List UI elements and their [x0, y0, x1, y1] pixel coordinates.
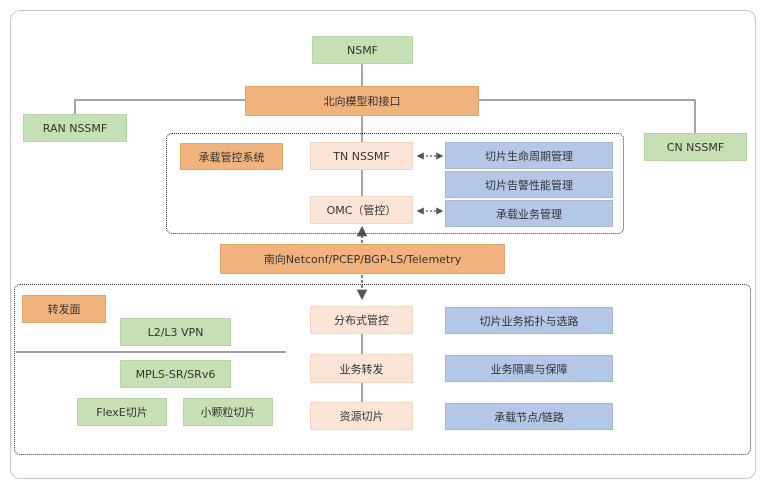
tn-nssmf-label: TN NSSMF: [333, 149, 390, 163]
ran-nssmf-label: RAN NSSMF: [42, 121, 108, 135]
mpls-node: MPLS-SR/SRv6: [120, 360, 231, 388]
mpls-label: MPLS-SR/SRv6: [135, 367, 216, 381]
resource-slicing-node: 资源切片: [310, 402, 413, 430]
line-northbound-cn: [479, 99, 696, 133]
slice-topology-node: 切片业务拓扑与选路: [445, 307, 613, 334]
forwarding-plane-node: 转发面: [22, 295, 106, 323]
slice-lifecycle-node: 切片生命周期管理: [445, 142, 613, 169]
northbound-label: 北向模型和接口: [323, 95, 401, 108]
line-northbound-ran: [74, 99, 245, 114]
flexe-node: FlexE切片: [77, 398, 167, 426]
resource-slicing-label: 资源切片: [339, 410, 384, 423]
southbound-node: 南向Netconf/PCEP/BGP-LS/Telemetry: [220, 244, 505, 274]
nsmf-label: NSMF: [346, 43, 379, 57]
cn-nssmf-node: CN NSSMF: [644, 133, 747, 161]
service-forwarding-label: 业务转发: [339, 362, 384, 376]
service-isolation-label: 业务隔离与保障: [490, 362, 568, 376]
southbound-label: 南向Netconf/PCEP/BGP-LS/Telemetry: [263, 253, 462, 266]
forwarding-region: [14, 284, 751, 455]
bearer-system-label: 承载管控系统: [198, 150, 265, 164]
bearer-system-node: 承载管控系统: [180, 143, 283, 170]
flexe-label: FlexE切片: [96, 406, 148, 419]
small-grain-label: 小颗粒切片: [200, 406, 256, 419]
service-forwarding-node: 业务转发: [310, 354, 413, 383]
bearer-system-region: [166, 133, 624, 234]
bearer-service-mgmt-node: 承载业务管理: [445, 200, 613, 227]
slice-alarm-node: 切片告警性能管理: [445, 171, 613, 198]
diagram-frame: [10, 10, 756, 479]
bearer-nodes-label: 承载节点/链路: [494, 410, 564, 424]
slice-lifecycle-label: 切片生命周期管理: [485, 149, 573, 163]
l2l3vpn-label: L2/L3 VPN: [147, 325, 204, 339]
cn-nssmf-label: CN NSSMF: [666, 140, 725, 154]
omc-label: OMC（管控）: [326, 204, 397, 217]
bearer-nodes-node: 承载节点/链路: [445, 403, 613, 430]
forwarding-plane-label: 转发面: [47, 303, 81, 316]
service-isolation-node: 业务隔离与保障: [445, 355, 613, 382]
slice-topology-label: 切片业务拓扑与选路: [479, 314, 579, 328]
ran-nssmf-node: RAN NSSMF: [23, 114, 127, 142]
small-grain-node: 小颗粒切片: [183, 398, 273, 426]
nsmf-node: NSMF: [312, 36, 413, 64]
distributed-control-label: 分布式管控: [334, 314, 389, 327]
northbound-node: 北向模型和接口: [245, 86, 479, 116]
slice-alarm-label: 切片告警性能管理: [485, 178, 573, 192]
bearer-service-mgmt-label: 承载业务管理: [496, 207, 562, 221]
l2l3vpn-node: L2/L3 VPN: [120, 318, 231, 346]
tn-nssmf-node: TN NSSMF: [310, 142, 413, 170]
distributed-control-node: 分布式管控: [310, 306, 413, 334]
omc-node: OMC（管控）: [310, 196, 413, 224]
